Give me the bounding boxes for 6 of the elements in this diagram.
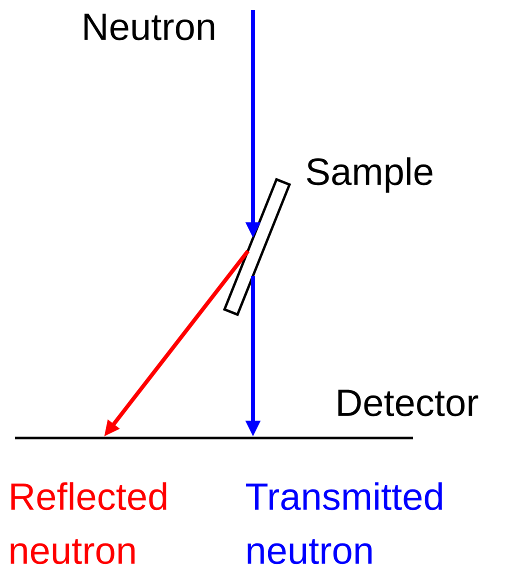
part-label: Detector xyxy=(338,390,478,416)
beam-label: Neutron xyxy=(84,14,214,40)
beam-label: Reflected neutron xyxy=(10,482,166,564)
part-label: Sample xyxy=(306,157,432,193)
detector-line xyxy=(15,436,413,440)
beam-label: Transmitted neutron xyxy=(246,482,442,564)
